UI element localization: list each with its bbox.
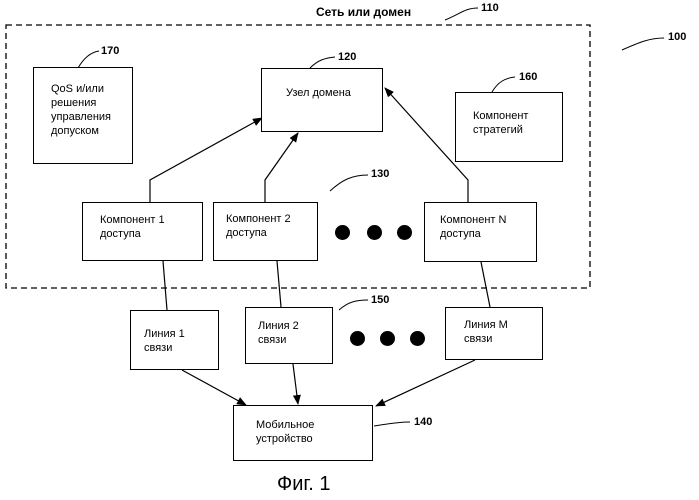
network-title: Сеть или домен <box>316 5 411 19</box>
ellipsis-dot-5 <box>380 331 395 346</box>
domain-node-text: Узел домена <box>286 86 382 100</box>
figure-caption: Фиг. 1 <box>277 473 330 496</box>
link-1-text: Линия 1 связи <box>144 327 218 355</box>
qos-admission-box: QoS и/или решения управления допуском <box>33 67 133 164</box>
qos-admission-text: QoS и/или решения управления допуском <box>51 82 132 138</box>
access-component-1-box: Компонент 1 доступа <box>82 202 203 261</box>
mobile-device-box: Мобильное устройство <box>233 405 373 461</box>
access-component-1-text: Компонент 1 доступа <box>100 213 202 241</box>
access-component-2-text: Компонент 2 доступа <box>226 212 317 240</box>
ref-160: 160 <box>519 71 537 83</box>
ellipsis-dot-4 <box>350 331 365 346</box>
ref-130: 130 <box>371 168 389 180</box>
leader-110 <box>445 8 478 20</box>
arrow-linkM-to-device <box>376 360 475 406</box>
link-1-box: Линия 1 связи <box>130 310 219 370</box>
ref-100: 100 <box>668 31 686 43</box>
leader-100 <box>622 38 664 50</box>
ref-150: 150 <box>371 294 389 306</box>
link-m-text: Линия M связи <box>464 318 542 346</box>
access-component-n-box: Компонент N доступа <box>424 202 537 262</box>
ref-120: 120 <box>338 51 356 63</box>
domain-node-box: Узел домена <box>261 68 383 132</box>
link-2-text: Линия 2 связи <box>258 319 332 347</box>
arrow-link2-to-device <box>293 364 298 404</box>
connector-accessN-linkM <box>481 262 490 307</box>
ref-140: 140 <box>414 416 432 428</box>
access-component-n-text: Компонент N доступа <box>440 213 536 241</box>
mobile-device-text: Мобильное устройство <box>256 418 372 446</box>
arrow-access1-to-node <box>150 118 262 202</box>
ellipsis-dot-2 <box>367 225 382 240</box>
leader-170 <box>78 51 99 68</box>
arrow-link1-to-device <box>182 370 246 405</box>
connector-access1-link1 <box>163 261 167 310</box>
ellipsis-dot-1 <box>335 225 350 240</box>
access-component-2-box: Компонент 2 доступа <box>213 202 318 261</box>
ellipsis-dot-3 <box>397 225 412 240</box>
link-2-box: Линия 2 связи <box>245 307 333 364</box>
leader-140 <box>374 422 410 426</box>
leader-120 <box>310 57 335 68</box>
leader-160 <box>492 77 515 92</box>
ref-170: 170 <box>101 45 119 57</box>
link-m-box: Линия M связи <box>445 307 543 360</box>
arrow-access2-to-node <box>265 133 298 202</box>
policy-component-text: Компонент стратегий <box>473 109 562 137</box>
leader-150 <box>339 300 368 310</box>
leader-130 <box>330 175 368 191</box>
ref-110: 110 <box>481 2 499 14</box>
connector-access2-link2 <box>277 261 281 307</box>
policy-component-box: Компонент стратегий <box>455 92 563 162</box>
ellipsis-dot-6 <box>410 331 425 346</box>
